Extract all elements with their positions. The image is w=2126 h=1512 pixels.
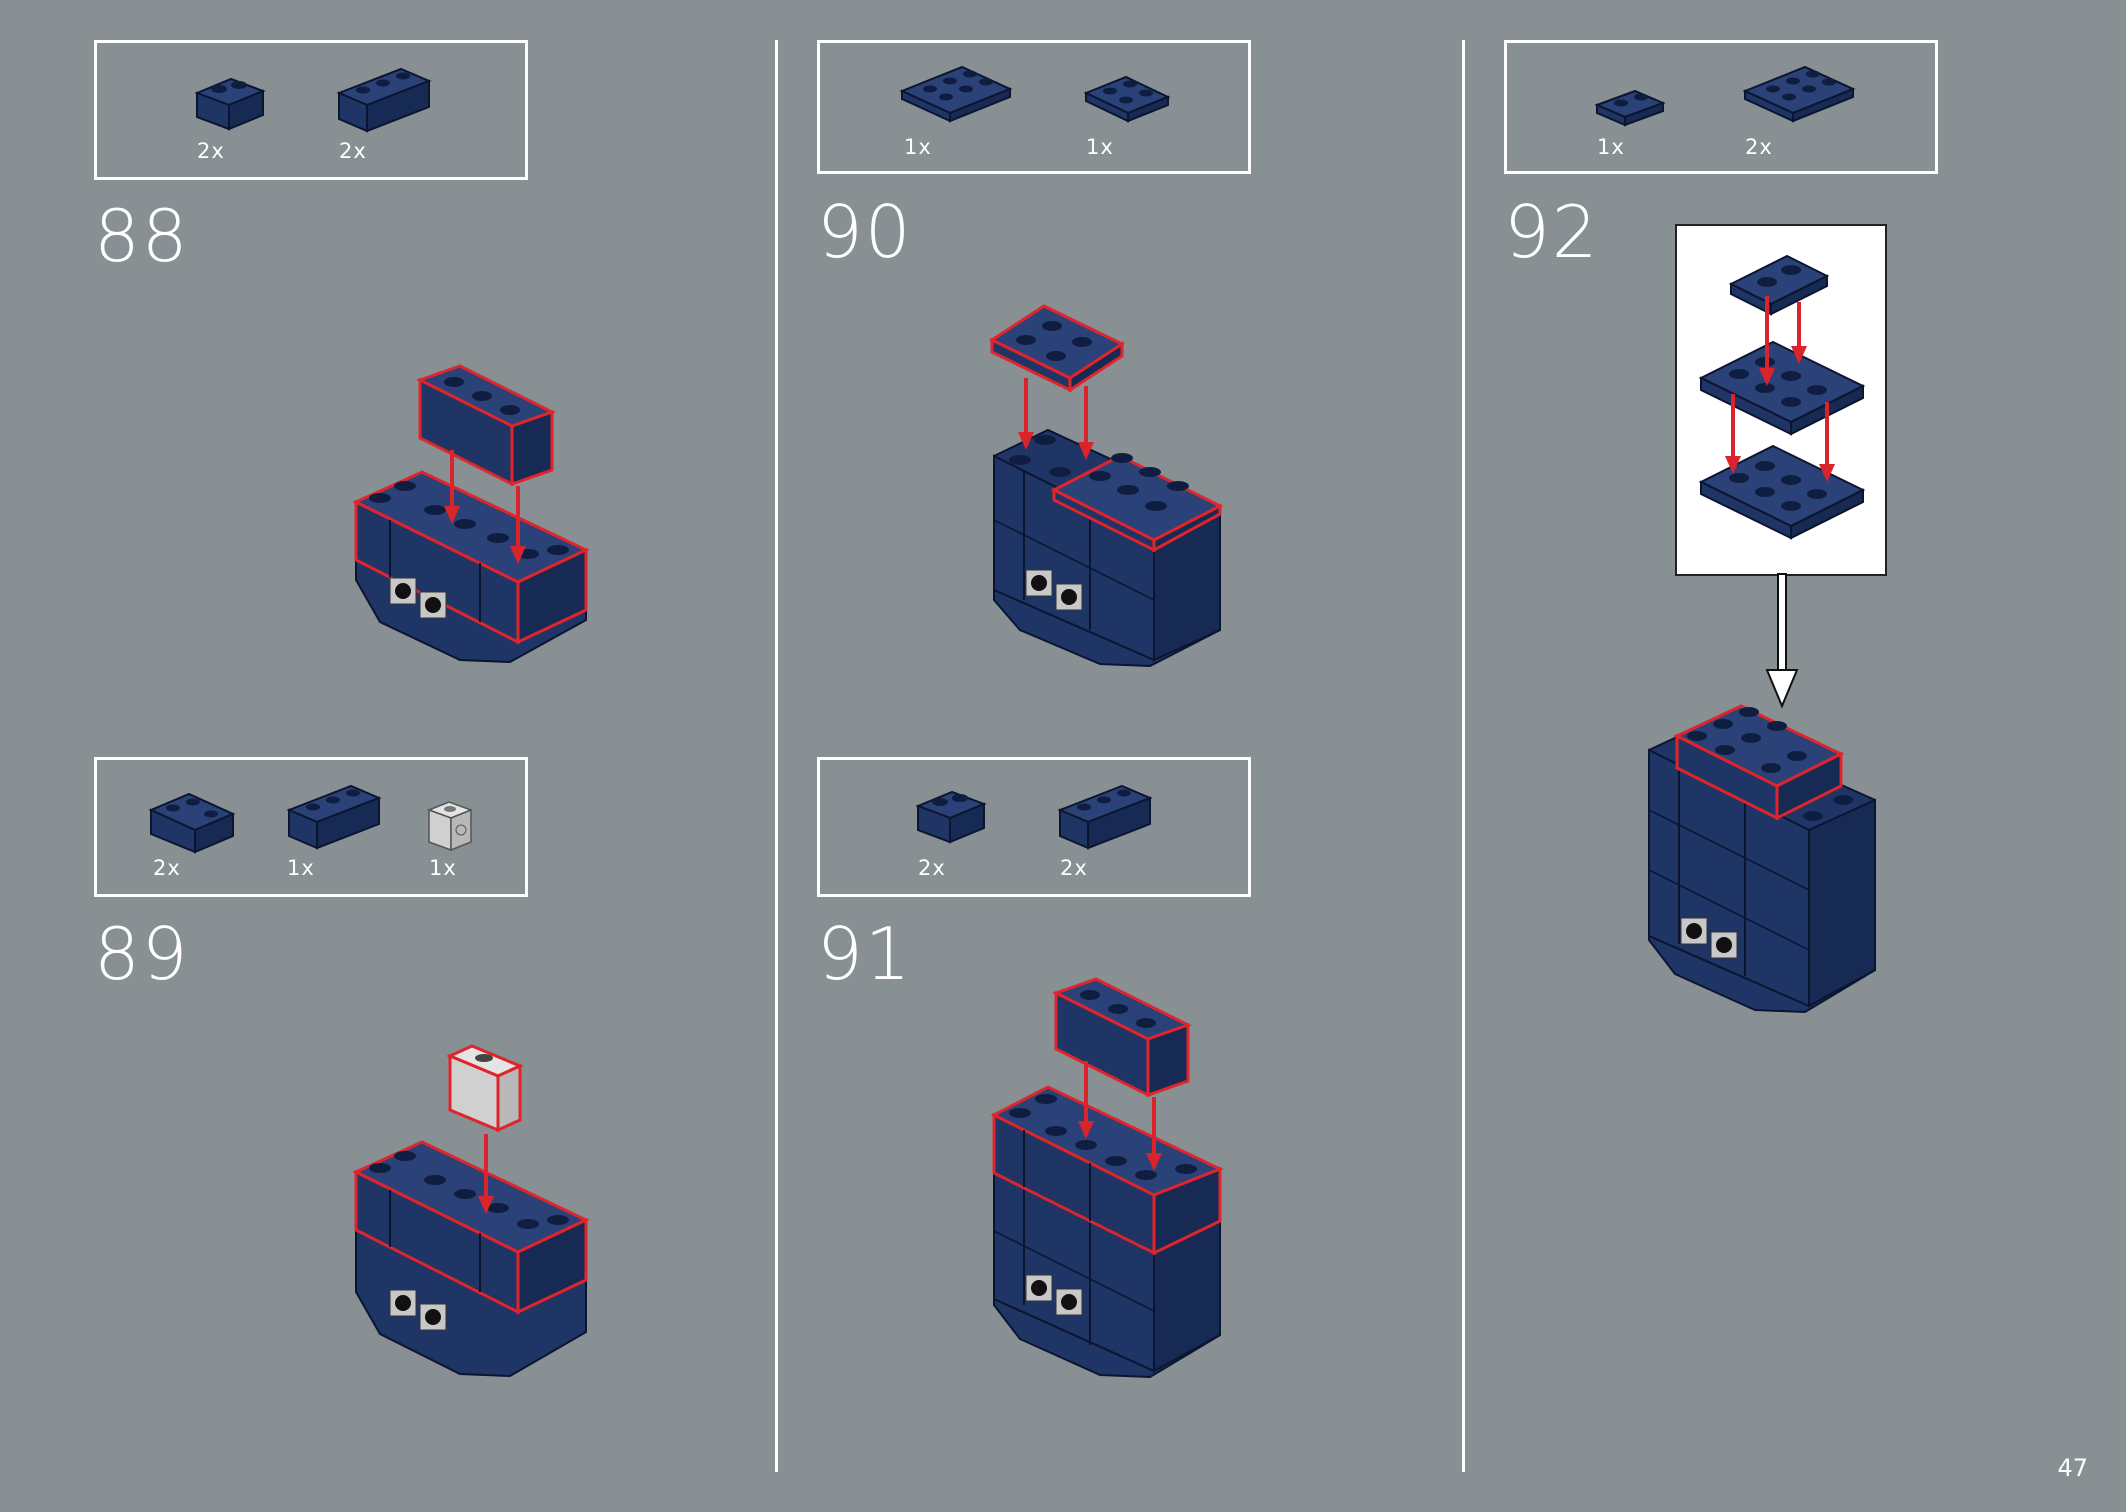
part-qty: 1x (1597, 135, 1625, 159)
step-91-model-illustration (990, 977, 1224, 1379)
part-qty: 1x (904, 135, 932, 159)
parts-box-step-90: 1x 1x (817, 40, 1251, 174)
brick-1x2-dark-blue-icon (194, 77, 266, 131)
step-number-89: 89 (94, 912, 190, 996)
page-number: 47 (2057, 1454, 2088, 1482)
part-qty: 2x (153, 856, 181, 880)
attach-arrow-icon (1765, 573, 1799, 709)
brick-corner-dark-blue-icon (148, 792, 236, 854)
part-qty: 2x (339, 139, 367, 163)
plate-2x3-dark-blue-icon (1742, 65, 1856, 123)
step-88-model-illustration (352, 364, 590, 664)
part-qty: 2x (918, 856, 946, 880)
plate-1x2-dark-blue-icon (1594, 89, 1666, 127)
brick-1x3-dark-blue-icon (336, 67, 432, 133)
part-qty: 1x (1086, 135, 1114, 159)
parts-box-step-91: 2x 2x (817, 757, 1251, 897)
sub-assembly-illustration (1698, 254, 1866, 540)
brick-1x1-printed-gray-icon (426, 801, 474, 852)
step-89-model-illustration (352, 1044, 590, 1378)
part-qty: 1x (287, 856, 315, 880)
part-qty: 2x (1745, 135, 1773, 159)
step-number-90: 90 (817, 190, 913, 274)
sub-assembly-callout (1675, 224, 1887, 576)
step-90-model-illustration (988, 304, 1224, 668)
plate-2x3-dark-blue-icon (899, 65, 1013, 123)
part-qty: 2x (1060, 856, 1088, 880)
step-92-model-illustration (1648, 704, 1876, 1014)
step-number-91: 91 (817, 912, 913, 996)
parts-box-step-88: 2x 2x (94, 40, 528, 180)
column-divider-right (1462, 40, 1465, 1472)
brick-1x3-dark-blue-icon (286, 784, 382, 850)
brick-1x3-dark-blue-icon (1057, 784, 1153, 850)
part-qty: 1x (429, 856, 457, 880)
plate-2x2-dark-blue-icon (1083, 75, 1171, 123)
column-divider-left (775, 40, 778, 1472)
brick-1x2-dark-blue-icon (915, 790, 987, 844)
part-qty: 2x (197, 139, 225, 163)
parts-box-step-89: 2x 1x 1x (94, 757, 528, 897)
step-number-88: 88 (94, 194, 190, 278)
step-number-92: 92 (1504, 190, 1600, 274)
parts-box-step-92: 1x 2x (1504, 40, 1938, 174)
